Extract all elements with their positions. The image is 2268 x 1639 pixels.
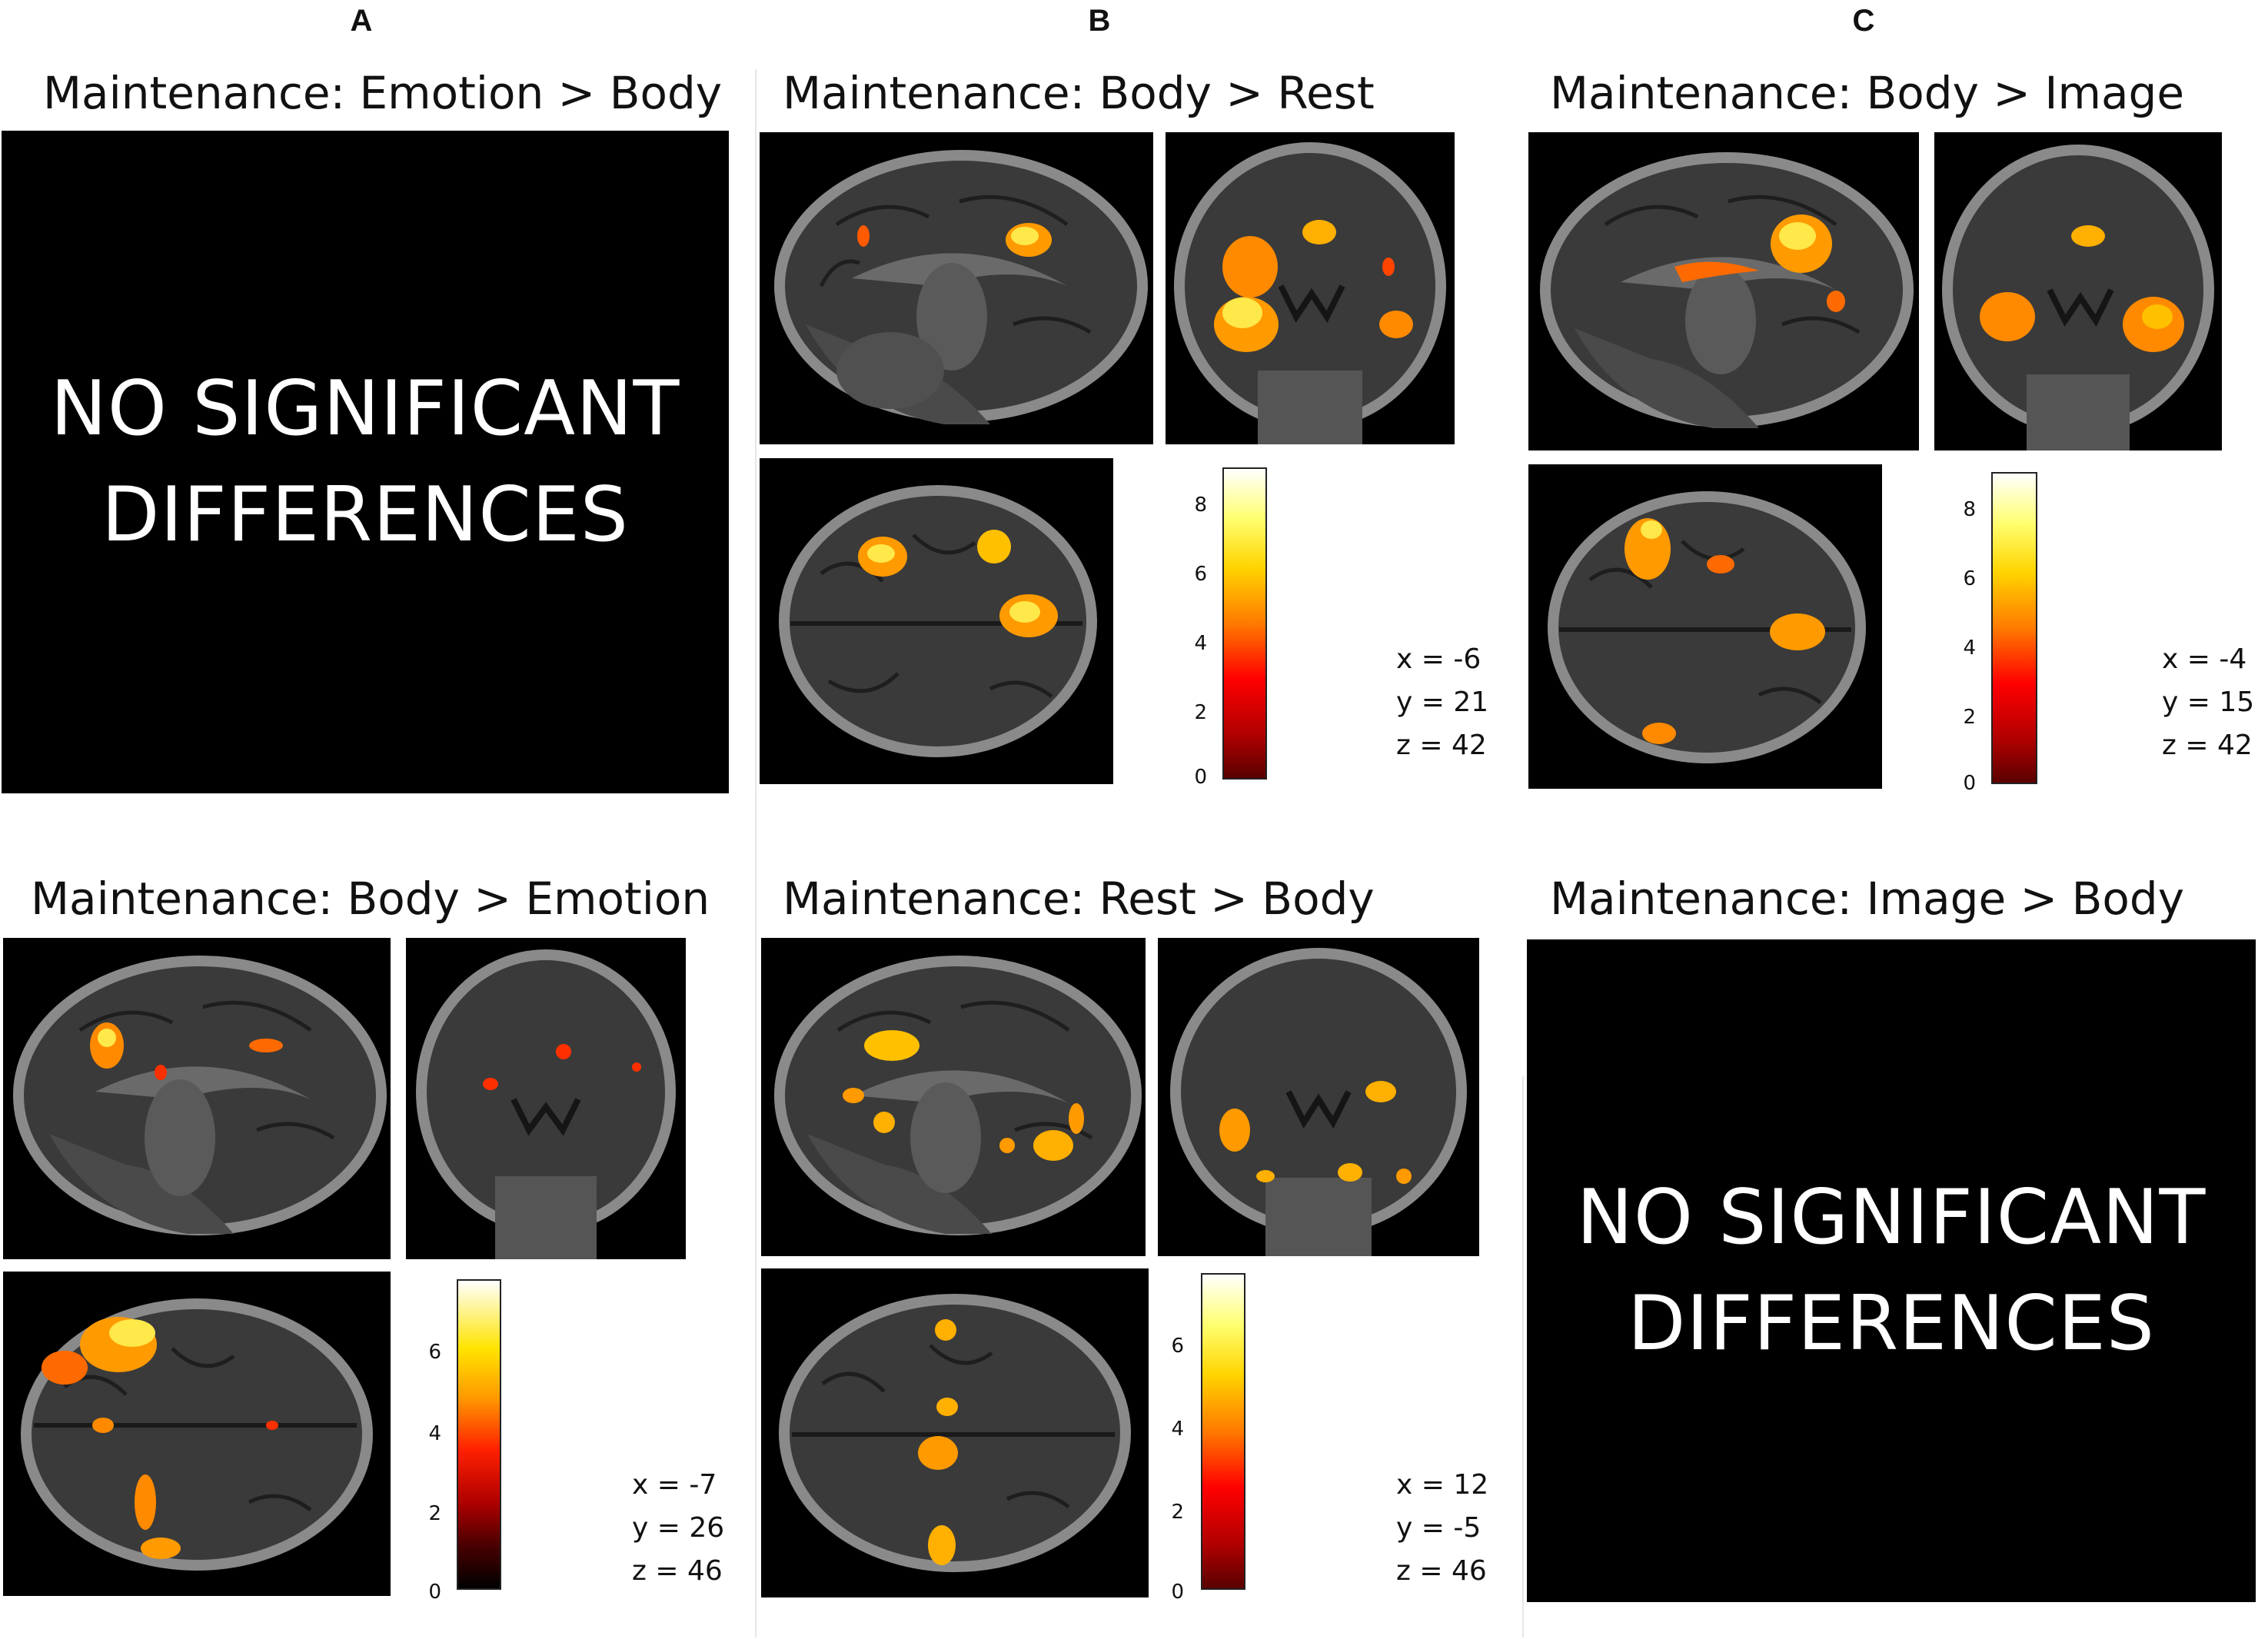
panel-b-bottom-coronal-slice [1158, 938, 1479, 1256]
panel-a-bottom-coordinates: x = -7 y = 26 z = 46 [632, 1464, 724, 1593]
panel-b-bottom-colorbar: 6 4 2 0 [1153, 1273, 1253, 1604]
colorbar-tick: 8 [1963, 498, 1976, 521]
colorbar-tick: 0 [1194, 766, 1207, 789]
panel-b-top-coordinates: x = -6 y = 21 z = 42 [1396, 638, 1488, 767]
panel-b-top-title: Maintenance: Body > Rest [783, 67, 1375, 119]
coord-z: z = 42 [2162, 730, 2253, 761]
colorbar-tick: 4 [1963, 637, 1976, 660]
panel-c-bottom-message-line2: DIFFERENCES [1628, 1280, 2155, 1368]
panel-c-top-sagittal-slice [1528, 132, 1919, 450]
column-label-c: C [1852, 4, 1875, 38]
panel-a-bottom-coronal-slice [406, 938, 686, 1259]
coord-x: x = 12 [1396, 1469, 1489, 1501]
colorbar-tick: 6 [1194, 563, 1207, 586]
divider-ab [755, 69, 757, 1637]
panel-a-top-message-line1: NO SIGNIFICANT [50, 365, 680, 453]
panel-a-bottom-title: Maintenance: Body > Emotion [31, 873, 710, 925]
panel-a-top-title: Maintenance: Emotion > Body [43, 67, 723, 119]
colorbar-tick: 4 [428, 1422, 441, 1445]
panel-c-top-coordinates: x = -4 y = 15 z = 42 [2162, 638, 2254, 767]
coord-x: x = -7 [632, 1469, 717, 1501]
panel-c-top-title: Maintenance: Body > Image [1550, 67, 2185, 119]
panel-b-top-axial-slice [760, 458, 1113, 784]
coord-z: z = 42 [1396, 730, 1487, 761]
column-label-a: A [350, 4, 373, 38]
panel-a-bottom-colorbar: 6 4 2 0 [407, 1279, 501, 1604]
panel-c-top-colorbar: 8 6 4 2 0 [1939, 472, 2037, 795]
colorbar-tick: 0 [428, 1581, 441, 1604]
colorbar-tick: 6 [1171, 1335, 1184, 1358]
panel-c-top-coronal-slice [1934, 132, 2222, 450]
panel-b-bottom-coordinates: x = 12 y = -5 z = 46 [1396, 1464, 1488, 1593]
coord-x: x = -6 [1396, 643, 1482, 675]
coord-x: x = -4 [2162, 643, 2247, 675]
panel-b-top-colorbar: 8 6 4 2 0 [1176, 467, 1267, 790]
colorbar-tick: 6 [428, 1341, 441, 1364]
panel-c-bottom-message-line1: NO SIGNIFICANT [1576, 1174, 2206, 1262]
coord-y: y = 21 [1396, 687, 1489, 718]
colorbar-tick: 6 [1963, 567, 1976, 590]
column-label-b: B [1088, 4, 1111, 38]
coord-y: y = 26 [632, 1512, 725, 1544]
panel-a-bottom-axial-slice [3, 1272, 391, 1596]
colorbar-tick: 2 [1194, 701, 1207, 724]
panel-b-bottom-axial-slice [761, 1268, 1149, 1597]
coord-y: y = 15 [2162, 687, 2255, 718]
colorbar-tick: 0 [1171, 1581, 1184, 1604]
coord-z: z = 46 [632, 1555, 723, 1587]
panel-b-bottom-title: Maintenance: Rest > Body [783, 873, 1375, 925]
panel-a-top-empty-box: NO SIGNIFICANT DIFFERENCES [2, 131, 729, 793]
colorbar-tick: 2 [428, 1502, 441, 1525]
coord-y: y = -5 [1396, 1512, 1482, 1544]
colorbar-tick: 2 [1171, 1501, 1184, 1524]
colorbar-tick: 2 [1963, 706, 1976, 729]
panel-a-top-message-line2: DIFFERENCES [101, 471, 629, 559]
panel-b-top-coronal-slice [1166, 132, 1455, 444]
panel-c-bottom-empty-box: NO SIGNIFICANT DIFFERENCES [1527, 939, 2256, 1602]
panel-b-bottom-sagittal-slice [761, 938, 1146, 1256]
panel-a-bottom-sagittal-slice [3, 938, 391, 1259]
coord-z: z = 46 [1396, 1555, 1487, 1587]
colorbar-tick: 8 [1194, 494, 1207, 517]
panel-c-bottom-title: Maintenance: Image > Body [1550, 873, 2185, 925]
divider-bc [1522, 1076, 1524, 1637]
colorbar-tick: 4 [1171, 1418, 1184, 1441]
panel-b-top-sagittal-slice [760, 132, 1153, 444]
panel-c-top-axial-slice [1528, 464, 1882, 789]
colorbar-tick: 0 [1963, 772, 1976, 795]
colorbar-tick: 4 [1194, 632, 1207, 655]
